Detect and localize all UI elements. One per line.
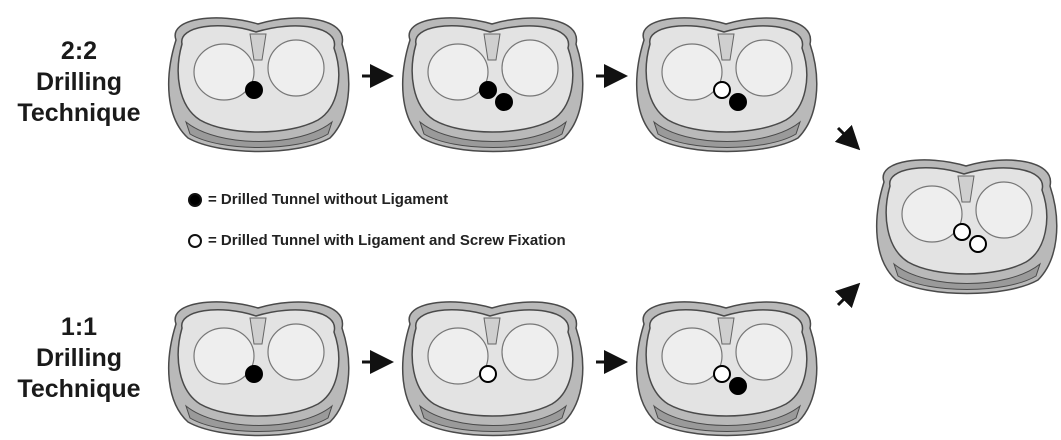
tibial-plateau xyxy=(637,302,817,436)
arrow-up-right-icon xyxy=(838,287,856,305)
tibial-plateau xyxy=(637,18,817,152)
tunnel-without-ligament xyxy=(730,378,746,394)
tunnel-with-ligament xyxy=(480,366,496,382)
tunnel-with-ligament xyxy=(714,82,730,98)
tibial-plateau xyxy=(169,18,349,152)
tunnel-with-ligament xyxy=(970,236,986,252)
arrow-down-right-icon xyxy=(838,128,856,146)
tibial-plateau xyxy=(403,18,583,152)
tunnel-with-ligament xyxy=(954,224,970,240)
tibial-plateau xyxy=(169,302,349,436)
tunnel-without-ligament xyxy=(730,94,746,110)
tunnel-without-ligament xyxy=(246,366,262,382)
tunnel-with-ligament xyxy=(714,366,730,382)
tunnel-without-ligament xyxy=(480,82,496,98)
tunnel-without-ligament xyxy=(246,82,262,98)
tibial-plateau xyxy=(877,160,1057,294)
tibial-plateau xyxy=(403,302,583,436)
tunnel-without-ligament xyxy=(496,94,512,110)
